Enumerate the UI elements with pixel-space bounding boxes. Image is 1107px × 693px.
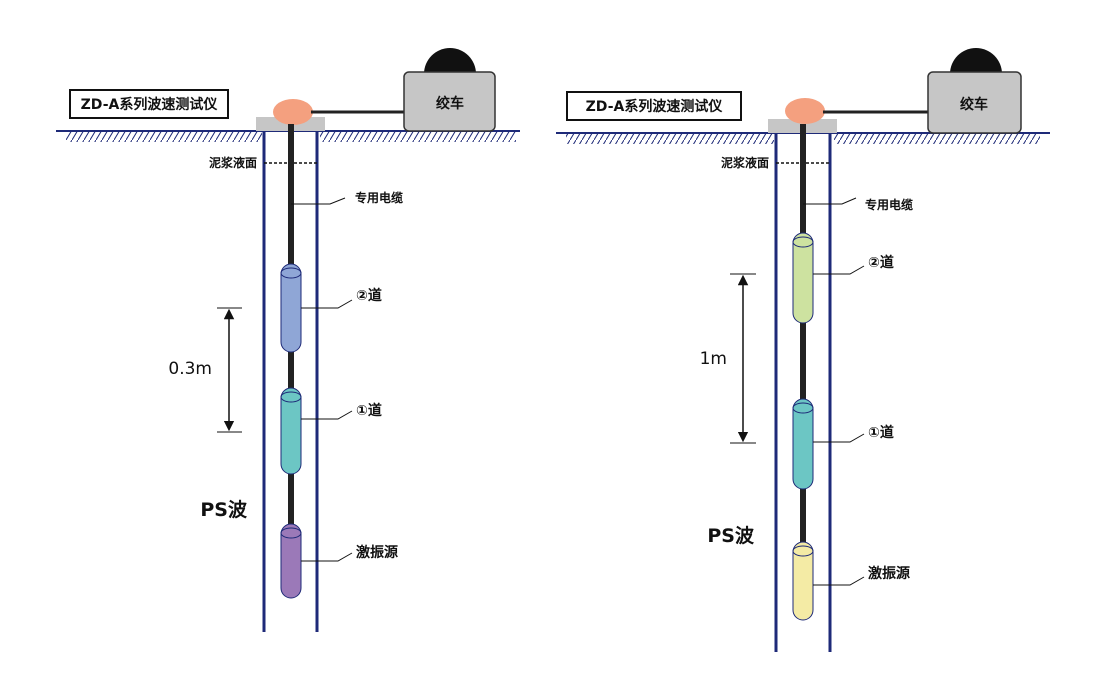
wave-label: PS波: [707, 524, 755, 547]
source-leader: [301, 552, 353, 562]
channel1-label: ①道: [868, 424, 894, 441]
instrument-label: ZD-A系列波速测试仪: [81, 96, 219, 113]
channel2-label: ②道: [868, 254, 894, 271]
channel2-label: ②道: [356, 287, 382, 304]
channel2-leader: [301, 299, 353, 309]
channel2-sensor-cap: [280, 267, 302, 279]
winch-label: 绞车: [960, 96, 988, 113]
channel1-sensor-cap: [792, 402, 814, 414]
cable-leader: [803, 197, 857, 205]
mud-level-label: 泥浆液面: [209, 155, 257, 170]
channel2-sensor-cap: [792, 236, 814, 248]
source-label: 激振源: [356, 544, 398, 561]
panel-right: ZD-A系列波速测试仪 绞车 泥浆液面 专用电缆 ②道 ①道 激振源 1m PS…: [556, 48, 1050, 652]
sensor-head: [273, 99, 313, 125]
source-label: 激振源: [868, 565, 910, 582]
winch-body: [927, 71, 1022, 134]
instrument-label-box: [69, 89, 229, 119]
channel1-leader: [301, 410, 353, 420]
panel-left: ZD-A系列波速测试仪 绞车 泥浆液面 专用电缆 ②道 ①道 激振源: [56, 48, 520, 632]
source-leader: [813, 576, 865, 586]
source-sensor: [792, 541, 814, 621]
instrument-label: ZD-A系列波速测试仪: [586, 98, 724, 115]
instrument-label-box: [566, 91, 742, 121]
channel1-sensor: [792, 398, 814, 490]
winch-drum-icon: [950, 48, 1002, 74]
channel1-leader: [813, 433, 865, 443]
ground-hatch-left: [566, 134, 774, 144]
ground-hatch-left: [66, 132, 262, 142]
spacing-label: 0.3m: [168, 359, 212, 379]
cable-leader: [291, 197, 346, 205]
winch-drum-icon: [424, 48, 476, 74]
channel1-label: ①道: [356, 402, 382, 419]
cable-label: 专用电缆: [355, 190, 403, 205]
winch-body: [403, 71, 496, 132]
source-sensor-cap: [280, 527, 302, 539]
winch-label: 绞车: [436, 95, 464, 112]
channel2-sensor: [280, 263, 302, 353]
channel2-leader: [813, 265, 865, 275]
channel1-sensor-cap: [280, 391, 302, 403]
channel2-sensor: [792, 232, 814, 324]
sensor-head: [785, 98, 825, 124]
source-sensor-cap: [792, 545, 814, 557]
spacing-label: 1m: [700, 349, 727, 369]
wave-label: PS波: [200, 498, 248, 521]
channel1-sensor: [280, 387, 302, 475]
ground-hatch-right: [320, 132, 516, 142]
cable-label: 专用电缆: [865, 197, 913, 212]
mud-level-label: 泥浆液面: [721, 155, 769, 170]
ground-hatch-right: [834, 134, 1040, 144]
source-sensor: [280, 523, 302, 599]
